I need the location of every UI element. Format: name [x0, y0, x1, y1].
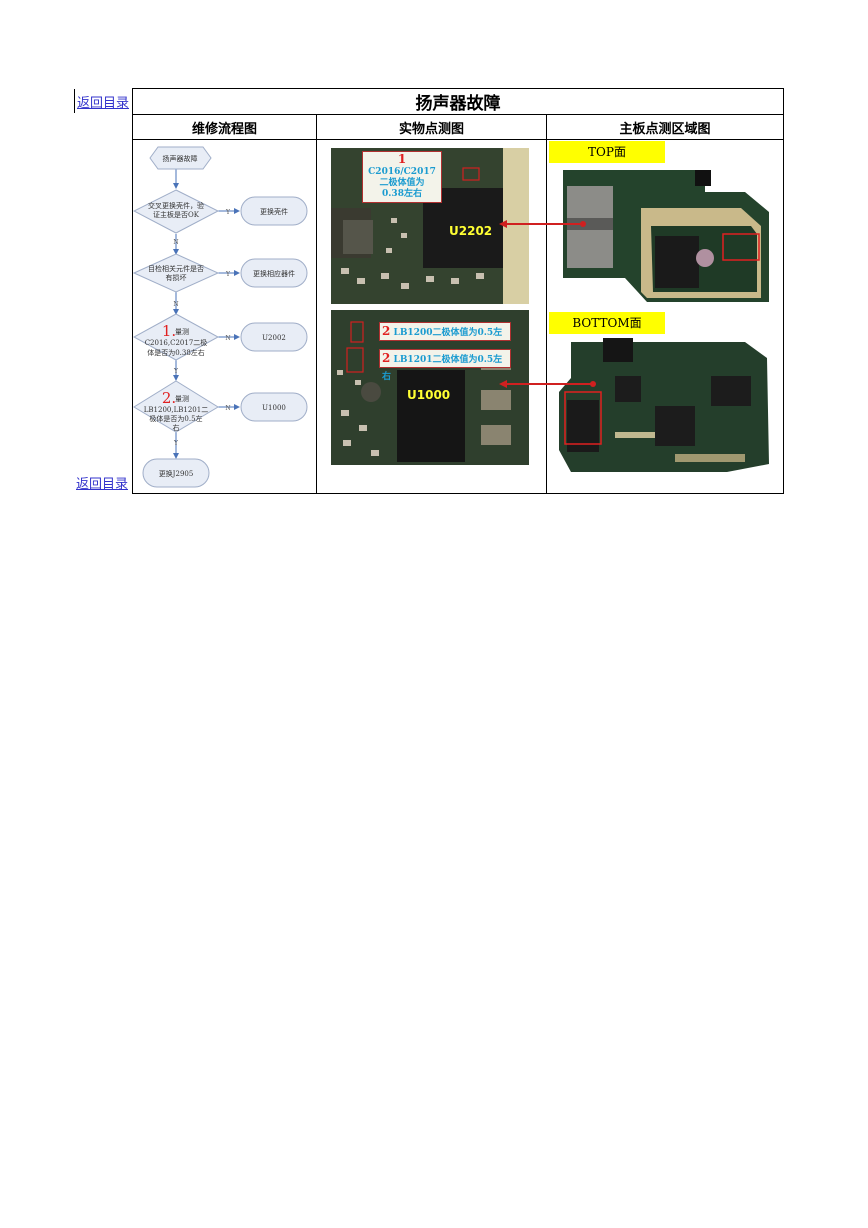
fault-sheet: 扬声器故障 维修流程图 实物点测图 主板点测区域图 — [132, 88, 784, 494]
flow-end-text: 更换J2905 — [159, 469, 194, 478]
flow-r1-text: 更换壳件 — [260, 207, 288, 216]
chip-label-u2202: U2202 — [449, 224, 492, 238]
flow-yes-4: Y — [173, 440, 179, 447]
flow-yes-2: Y — [225, 271, 231, 278]
callout-c2016-line2: 二极体值为 — [379, 178, 424, 188]
left-margin-bar — [74, 89, 75, 113]
callout-number-2b: 2 — [382, 351, 390, 365]
header-board-area: 主板点测区域图 — [547, 115, 784, 140]
measure-photo-cell: 1 C2016/C2017 二极体值为 0.38左右 U2202 — [317, 140, 547, 494]
photo-callout-c2016: 1 C2016/C2017 二极体值为 0.38左右 — [362, 151, 442, 203]
callout-number-1: 1 — [398, 152, 406, 166]
flow-d4-text-1: 量测 — [175, 395, 189, 403]
callout-number-2a: 2 — [382, 324, 390, 338]
back-to-index-link-top[interactable]: 返回目录 — [77, 92, 129, 111]
board-bottom-view — [555, 336, 773, 478]
flow-d4-text-4: 右 — [173, 423, 180, 432]
back-to-index-link-bottom[interactable]: 返回目录 — [76, 473, 128, 492]
flow-d1-text-1: 交叉更换壳件，验 — [148, 201, 204, 210]
flow-d4-text-2: LB1200,LB1201二 — [144, 406, 208, 414]
flowchart-cell: 扬声器故障 交叉更换壳件，验 证主板是否OK 更换壳件 目检相关元件是否 有损坏… — [133, 140, 317, 494]
photo-callout-lb1201: 2 LB1201二极体值为0.5左右 — [379, 349, 511, 368]
flow-d3-text-3: 体是否为0.38左右 — [147, 348, 205, 357]
flow-r4-text: U1000 — [262, 404, 286, 412]
header-flowchart: 维修流程图 — [133, 115, 317, 140]
repair-flowchart: 扬声器故障 交叉更换壳件，验 证主板是否OK 更换壳件 目检相关元件是否 有损坏… — [133, 140, 316, 493]
flow-d1-text-2: 证主板是否OK — [153, 210, 200, 219]
flow-no-1: N — [173, 239, 178, 246]
flow-yes-1: Y — [225, 209, 231, 216]
board-top-view — [555, 166, 769, 306]
flow-d4-text-3: 极体是否为0.5左 — [149, 414, 202, 423]
flow-d3-text-1: 量测 — [175, 328, 189, 336]
board-area-cell: TOP面 BOTTOM面 — [547, 140, 784, 494]
flow-d2-text-2: 有损坏 — [166, 273, 187, 282]
flow-d2-text-1: 目检相关元件是否 — [148, 264, 204, 273]
photo-callout-lb1200: 2 LB1200二极体值为0.5左 — [379, 322, 511, 341]
connector-arrow-top — [499, 218, 589, 230]
flow-r2-text: 更换相应器件 — [253, 269, 295, 278]
flow-decision-2 — [134, 254, 218, 292]
flow-no-4: N — [225, 405, 230, 412]
callout-c2016-line1: C2016/C2017 — [368, 167, 436, 177]
flow-d4-number: 2. — [162, 389, 176, 407]
flow-d3-number: 1. — [162, 322, 176, 340]
chip-label-u1000: U1000 — [407, 388, 450, 402]
connector-arrow-bottom — [499, 378, 599, 390]
header-measure-photo: 实物点测图 — [317, 115, 547, 140]
flow-no-2: N — [173, 301, 178, 308]
flow-r3-text: U2002 — [262, 334, 286, 342]
flow-no-3: N — [225, 335, 230, 342]
bottom-side-label: BOTTOM面 — [549, 312, 665, 334]
flow-yes-3: Y — [173, 368, 179, 375]
callout-lb1200-text: LB1200二极体值为0.5左 — [394, 328, 503, 338]
sheet-title: 扬声器故障 — [133, 89, 784, 115]
callout-c2016-line3: 0.38左右 — [382, 189, 422, 199]
top-side-label: TOP面 — [549, 141, 665, 163]
flow-start-text: 扬声器故障 — [163, 154, 198, 163]
